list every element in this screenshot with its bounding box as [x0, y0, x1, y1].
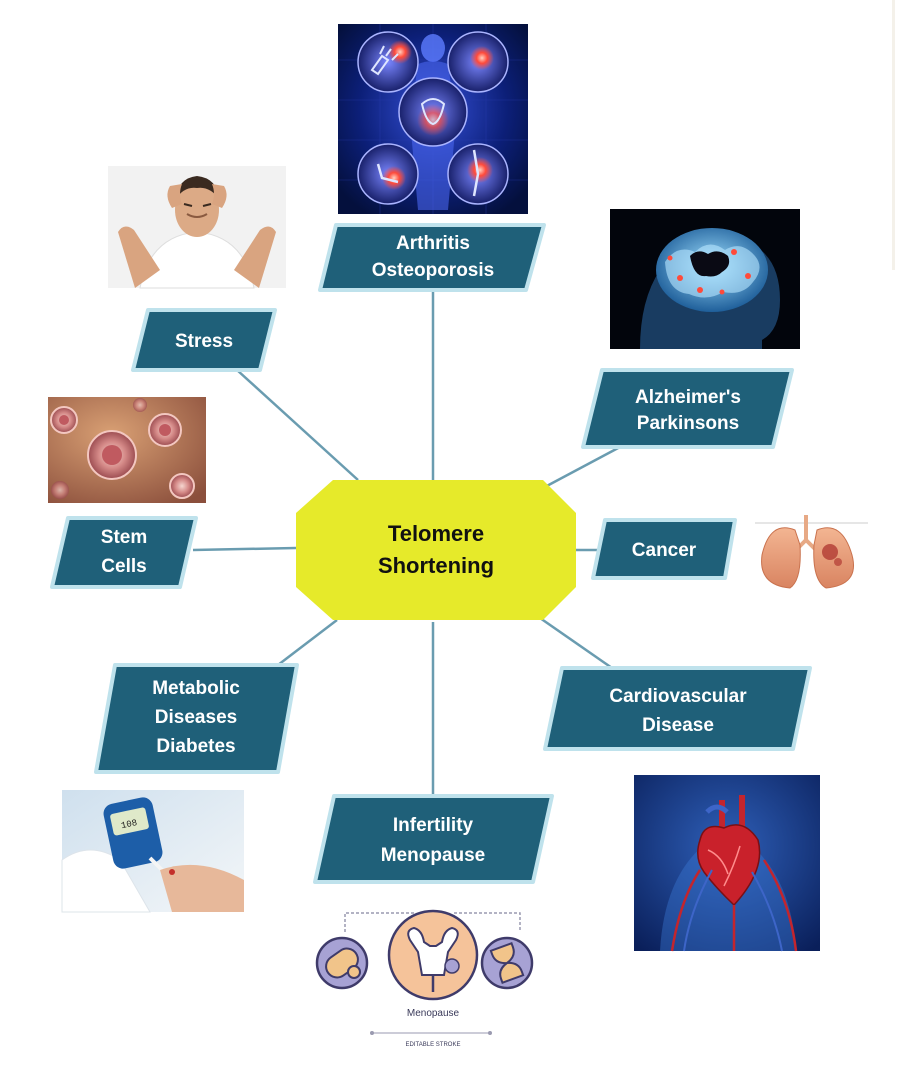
node-arthritis-line-2: Osteoporosis [372, 260, 494, 281]
skeleton-joints-illustration [338, 24, 528, 214]
connector-metabolic [277, 619, 338, 666]
node-stem-cells-line-1: Stem [101, 527, 147, 548]
node-alzheimers-line-2: Parkinsons [637, 413, 739, 434]
node-cardiovascular-line-2: Disease [642, 715, 714, 736]
connector-stress [236, 369, 359, 481]
node-infertility: Infertility Menopause [313, 794, 554, 884]
center-node: Telomere Shortening [296, 480, 576, 620]
center-label-line-2: Shortening [378, 553, 494, 578]
node-cancer-line-1: Cancer [632, 540, 697, 561]
connector-stem-cells [192, 546, 297, 552]
menopause-icon-group: Menopause EDITABLE STROKE [315, 909, 534, 1048]
node-arthritis: Arthritis Osteoporosis [318, 223, 546, 292]
heart-anatomy-photo [634, 775, 820, 952]
node-stress-line-1: Stress [175, 331, 233, 352]
node-metabolic-line-1: Metabolic [152, 678, 240, 699]
menopause-subcaption: EDITABLE STROKE [406, 1042, 461, 1048]
brain-head-photo [610, 209, 800, 349]
node-cardiovascular: Cardiovascular Disease [543, 666, 812, 751]
glucometer-photo: 108 [61, 790, 244, 913]
node-stress: Stress [131, 308, 277, 372]
node-cancer: Cancer [591, 518, 737, 580]
node-metabolic: Metabolic Diseases Diabetes [94, 663, 299, 774]
menopause-caption: Menopause [407, 1008, 460, 1019]
node-metabolic-line-3: Diabetes [156, 736, 235, 757]
connector-cardiovascular [539, 616, 613, 670]
node-arthritis-line-1: Arthritis [396, 233, 470, 254]
node-metabolic-line-2: Diseases [155, 707, 237, 728]
connector-alzheimers [542, 445, 621, 490]
connectors [192, 290, 621, 796]
center-label-line-1: Telomere [388, 521, 484, 546]
node-infertility-line-2: Menopause [381, 845, 486, 866]
node-infertility-line-1: Infertility [393, 815, 474, 836]
node-stem-cells: Stem Cells [50, 516, 198, 589]
node-alzheimers-line-1: Alzheimer's [635, 387, 741, 408]
lungs-illustration [755, 515, 868, 589]
stem-cells-photo [48, 397, 206, 503]
glucometer-display: 108 [120, 818, 138, 831]
stressed-man-photo [108, 166, 286, 289]
edge-strip [892, 0, 895, 270]
node-cardiovascular-line-1: Cardiovascular [609, 686, 747, 707]
node-alzheimers: Alzheimer's Parkinsons [581, 368, 794, 449]
node-stem-cells-line-2: Cells [101, 556, 146, 577]
